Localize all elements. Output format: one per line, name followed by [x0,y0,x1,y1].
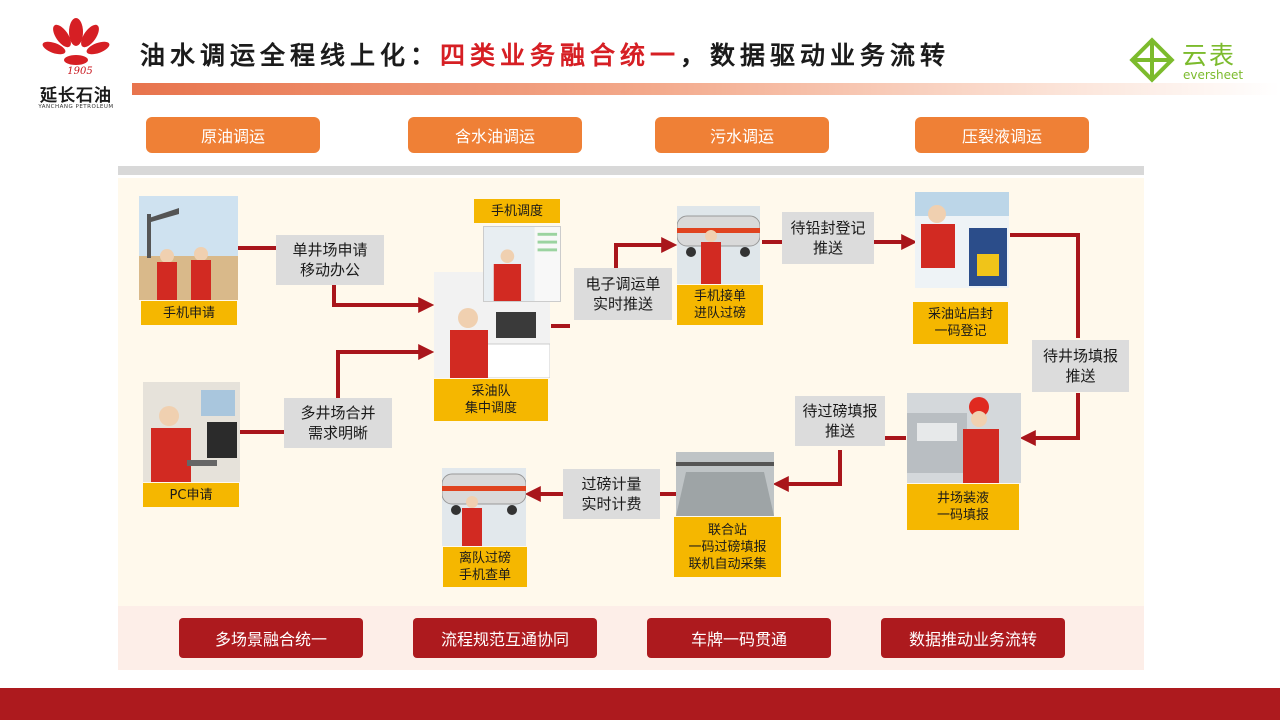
label-mobile-dispatch: 手机调度 [474,199,560,223]
highlight-plate-code[interactable]: 车牌一码贯通 [647,618,831,658]
title-highlight: 四类业务融合统一 [440,41,681,70]
logo-name: 延长石油 [40,86,112,106]
box-e-order: 电子调运单实时推送 [574,268,672,320]
box-weigh-fill-push: 待过磅填报推送 [795,396,885,446]
box-weigh-billing: 过磅计量实时计费 [563,469,660,519]
category-water-oil[interactable]: 含水油调运 [408,117,582,153]
label-mobile-apply: 手机申请 [141,301,237,325]
photo-team-dispatch [434,272,550,378]
photo-leave [442,468,526,546]
label-joint-station: 联合站一码过磅填报联机自动采集 [674,517,781,577]
photo-mobile-apply [139,196,238,300]
photo-mobile-dispatch [483,226,561,302]
label-driver-accept: 手机接单进队过磅 [677,285,763,325]
photo-well-load [907,393,1021,483]
box-well-fill-push: 待井场填报推送 [1032,340,1129,392]
footer-bar [0,688,1280,720]
label-team-dispatch: 采油队集中调度 [434,379,548,421]
photo-pc-apply [143,382,240,482]
yanchang-logo: 1905 延长石油 YANCHANG PETROLEUM [34,18,118,112]
label-well-load: 井场装液一码填报 [907,484,1019,530]
category-fracturing-fluid[interactable]: 压裂液调运 [915,117,1089,153]
box-seal-push: 待铅封登记推送 [782,212,874,264]
category-sewage[interactable]: 污水调运 [655,117,829,153]
eversheet-name-en: eversheet [1183,68,1244,82]
eversheet-name: 云表 [1182,41,1237,70]
label-leave: 离队过磅手机查单 [443,547,527,587]
photo-station-seal [915,192,1009,288]
photo-driver-accept [677,206,760,284]
logo-year: 1905 [67,66,93,77]
eversheet-logo: 云表 eversheet [1128,36,1248,86]
logo-name-en: YANCHANG PETROLEUM [38,104,114,110]
label-pc-apply: PC申请 [143,483,239,507]
highlight-data-driven[interactable]: 数据推动业务流转 [881,618,1065,658]
page-title: 油水调运全程线上化：四类业务融合统一，数据驱动业务流转 [140,41,951,70]
highlight-process[interactable]: 流程规范互通协同 [413,618,597,658]
label-station-seal: 采油站启封一码登记 [913,302,1008,344]
title-underline [132,83,1280,95]
photo-joint-station [676,452,774,516]
highlight-multi-scene[interactable]: 多场景融合统一 [179,618,363,658]
box-single-well: 单井场申请移动办公 [276,235,384,285]
diamond-logo-icon [1129,37,1175,83]
category-crude-oil[interactable]: 原油调运 [146,117,320,153]
box-multi-well: 多井场合并需求明晰 [284,398,392,448]
flower-logo-icon [42,18,110,65]
separator-bar [118,166,1144,175]
